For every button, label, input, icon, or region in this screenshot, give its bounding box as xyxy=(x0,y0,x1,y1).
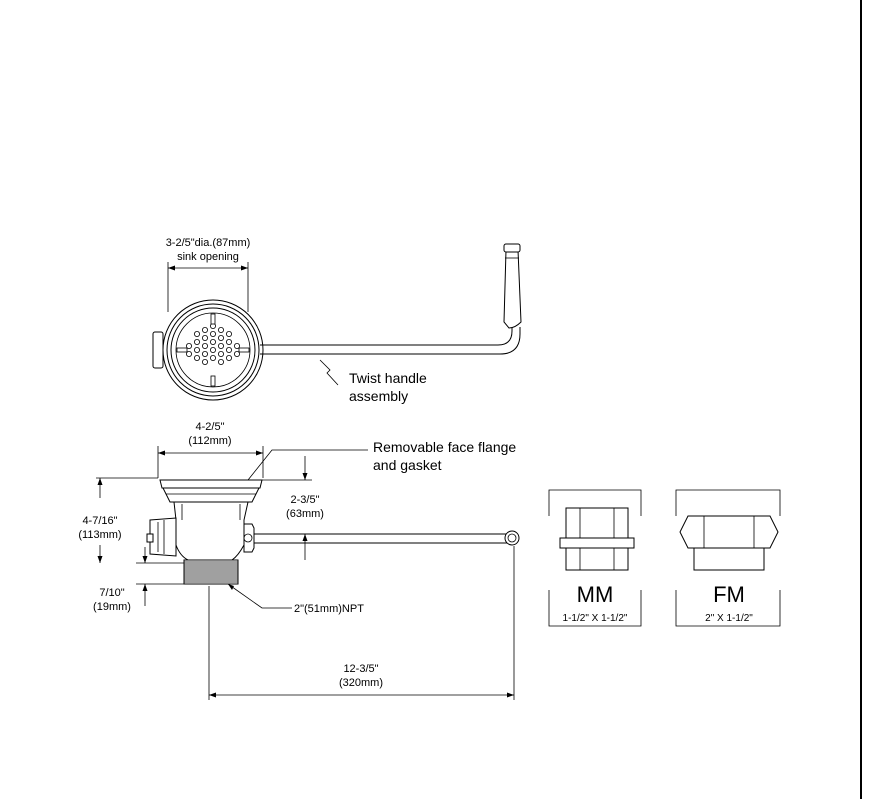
flange-label-1: Removable face flange xyxy=(373,439,516,455)
adapter-mm-code: MM xyxy=(577,582,614,607)
flange-label-2: and gasket xyxy=(373,457,442,473)
flange-height-inch: 2-3/5" xyxy=(291,494,320,506)
adapter-fm-code: FM xyxy=(713,582,745,607)
top-view: 3-2/5"dia.(87mm) sink opening Twist hand… xyxy=(152,237,522,404)
side-tab xyxy=(152,331,164,369)
twist-handle-label-1: Twist handle xyxy=(349,370,427,386)
thread-height-mm: (19mm) xyxy=(93,601,131,613)
length-mm: (320mm) xyxy=(339,677,383,689)
sink-opening-dim: 3-2/5"dia.(87mm) xyxy=(166,237,251,249)
handle-grip xyxy=(503,249,522,329)
lever-hub xyxy=(243,523,255,553)
thread-npt-label: 2"(51mm)NPT xyxy=(294,603,364,615)
valve-body xyxy=(173,501,249,561)
adapter-fm-size: 2" X 1-1/2" xyxy=(705,613,753,624)
thread-height-inch: 7/10" xyxy=(99,587,124,599)
twist-handle-label-2: assembly xyxy=(349,388,408,404)
flange-height-mm: (63mm) xyxy=(286,508,324,520)
adapter-mm-size: 1-1/2" X 1-1/2" xyxy=(563,613,628,624)
adapter-fm: FM 2" X 1-1/2" xyxy=(675,489,781,627)
sink-opening-label: sink opening xyxy=(177,251,239,263)
total-height-inch: 4-7/16" xyxy=(82,515,117,527)
strainer-holes xyxy=(176,313,250,387)
handle-rod xyxy=(260,327,513,346)
thread-lines xyxy=(184,561,238,583)
length-inch: 12-3/5" xyxy=(343,663,378,675)
adapter-mm: MM 1-1/2" X 1-1/2" xyxy=(548,489,642,627)
total-height-mm: (113mm) xyxy=(78,529,121,541)
face-flange xyxy=(159,479,263,489)
side-view: 4-2/5" (112mm) Removable face flange and… xyxy=(78,421,520,700)
overflow-hub xyxy=(149,517,177,557)
face-width-mm: (112mm) xyxy=(188,435,231,447)
face-width-inch: 4-2/5" xyxy=(196,421,225,433)
